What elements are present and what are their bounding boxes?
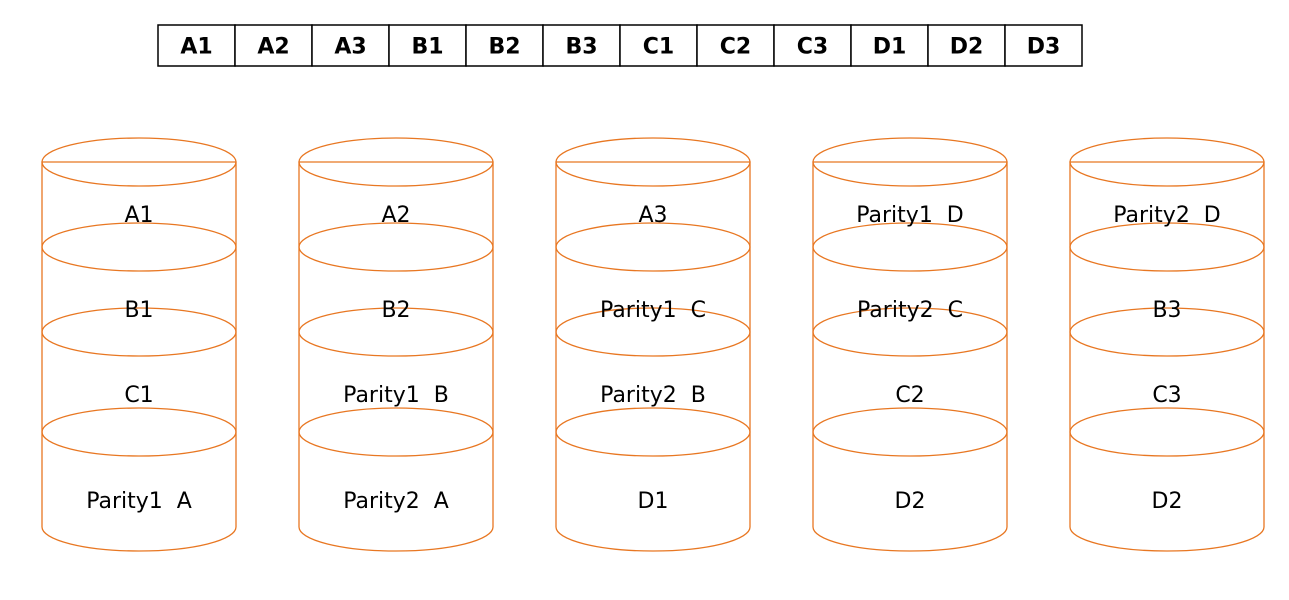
stripe-cell-box <box>542 24 621 67</box>
stripe-cell-box <box>157 24 236 67</box>
disk-block-label: A3 <box>638 203 667 228</box>
stripe-cell-label: D2 <box>950 35 984 60</box>
disk-block-label: D2 <box>895 489 926 514</box>
disk-block-label: D2 <box>1152 489 1183 514</box>
stripe-cell-label: D3 <box>1027 35 1061 60</box>
stripe-cell: D3 <box>1004 24 1083 67</box>
stripe-cell-box <box>1004 24 1083 67</box>
disk-separator <box>555 307 751 357</box>
disk-block-label: Parity2 D <box>1113 203 1221 228</box>
disk-separator <box>812 222 1008 272</box>
disk-block-label: Parity2 C <box>857 298 963 323</box>
stripe-cell: A2 <box>234 24 313 67</box>
disk-top <box>555 137 751 187</box>
stripe-cell-box <box>619 24 698 67</box>
stripe-cell-box <box>773 24 852 67</box>
disk-block-label: Parity1 C <box>600 298 706 323</box>
stripe-cell: C3 <box>773 24 852 67</box>
disk-block-label: C3 <box>1152 383 1181 408</box>
disk-separator <box>1069 222 1265 272</box>
disk-block-label: Parity1 B <box>343 383 449 408</box>
stripe-cell: B3 <box>542 24 621 67</box>
disk-block-label: D1 <box>638 489 669 514</box>
stripe-cell: B2 <box>465 24 544 67</box>
stripe-cell-label: B2 <box>488 35 520 60</box>
stripe-cell-label: A1 <box>180 35 212 60</box>
disk-separator <box>298 307 494 357</box>
disk-separator <box>812 307 1008 357</box>
disk-separator <box>41 407 237 457</box>
stripe-cell: C1 <box>619 24 698 67</box>
stripe-cell: D2 <box>927 24 1006 67</box>
stripe-cell-box <box>311 24 390 67</box>
stripe-cell-label: B1 <box>411 35 443 60</box>
stripe-cell-label: B3 <box>565 35 597 60</box>
disk-separator <box>555 407 751 457</box>
disk-separator <box>298 407 494 457</box>
stripe-cell-label: C3 <box>797 35 828 60</box>
disk-block-label: Parity2 A <box>343 489 449 514</box>
disk-block-label: A2 <box>381 203 410 228</box>
stripe-cell: D1 <box>850 24 929 67</box>
disk-block-label: B2 <box>381 298 410 323</box>
stripe-cell: B1 <box>388 24 467 67</box>
stripe-cell-label: A2 <box>257 35 289 60</box>
stripe-cell-box <box>465 24 544 67</box>
disk-block-label: Parity1 A <box>86 489 192 514</box>
disk-block-label: C2 <box>895 383 924 408</box>
disk-top <box>41 137 237 187</box>
stripe-cell-box <box>234 24 313 67</box>
stripe-cell-label: D1 <box>873 35 907 60</box>
disk-block-label: B3 <box>1152 298 1181 323</box>
disk-block-label: B1 <box>124 298 153 323</box>
disk-block-label: Parity1 D <box>856 203 964 228</box>
stripe-cell-label: C2 <box>720 35 751 60</box>
stripe-cell-label: A3 <box>334 35 366 60</box>
stripe-cell-box <box>850 24 929 67</box>
disk-block-label: C1 <box>124 383 153 408</box>
disk-block-label: Parity2 B <box>600 383 706 408</box>
disk-separator <box>298 222 494 272</box>
disk-separator <box>812 407 1008 457</box>
stripe-cell: C2 <box>696 24 775 67</box>
disk-separator <box>1069 407 1265 457</box>
disk-separator <box>41 222 237 272</box>
disk-top <box>1069 137 1265 187</box>
disk-block-label: A1 <box>124 203 153 228</box>
stripe-cell: A3 <box>311 24 390 67</box>
disk-top <box>298 137 494 187</box>
stripe-cell: A1 <box>157 24 236 67</box>
stripe-cell-label: C1 <box>643 35 674 60</box>
disk-separator <box>41 307 237 357</box>
disk-top <box>812 137 1008 187</box>
stripe-row-table: A1 A2 A3 B1 B2 B3 C1 C2 C3 D1 D2 D3 <box>157 24 1083 67</box>
stripe-cell-box <box>696 24 775 67</box>
disk-separator <box>555 222 751 272</box>
disk-separator <box>1069 307 1265 357</box>
